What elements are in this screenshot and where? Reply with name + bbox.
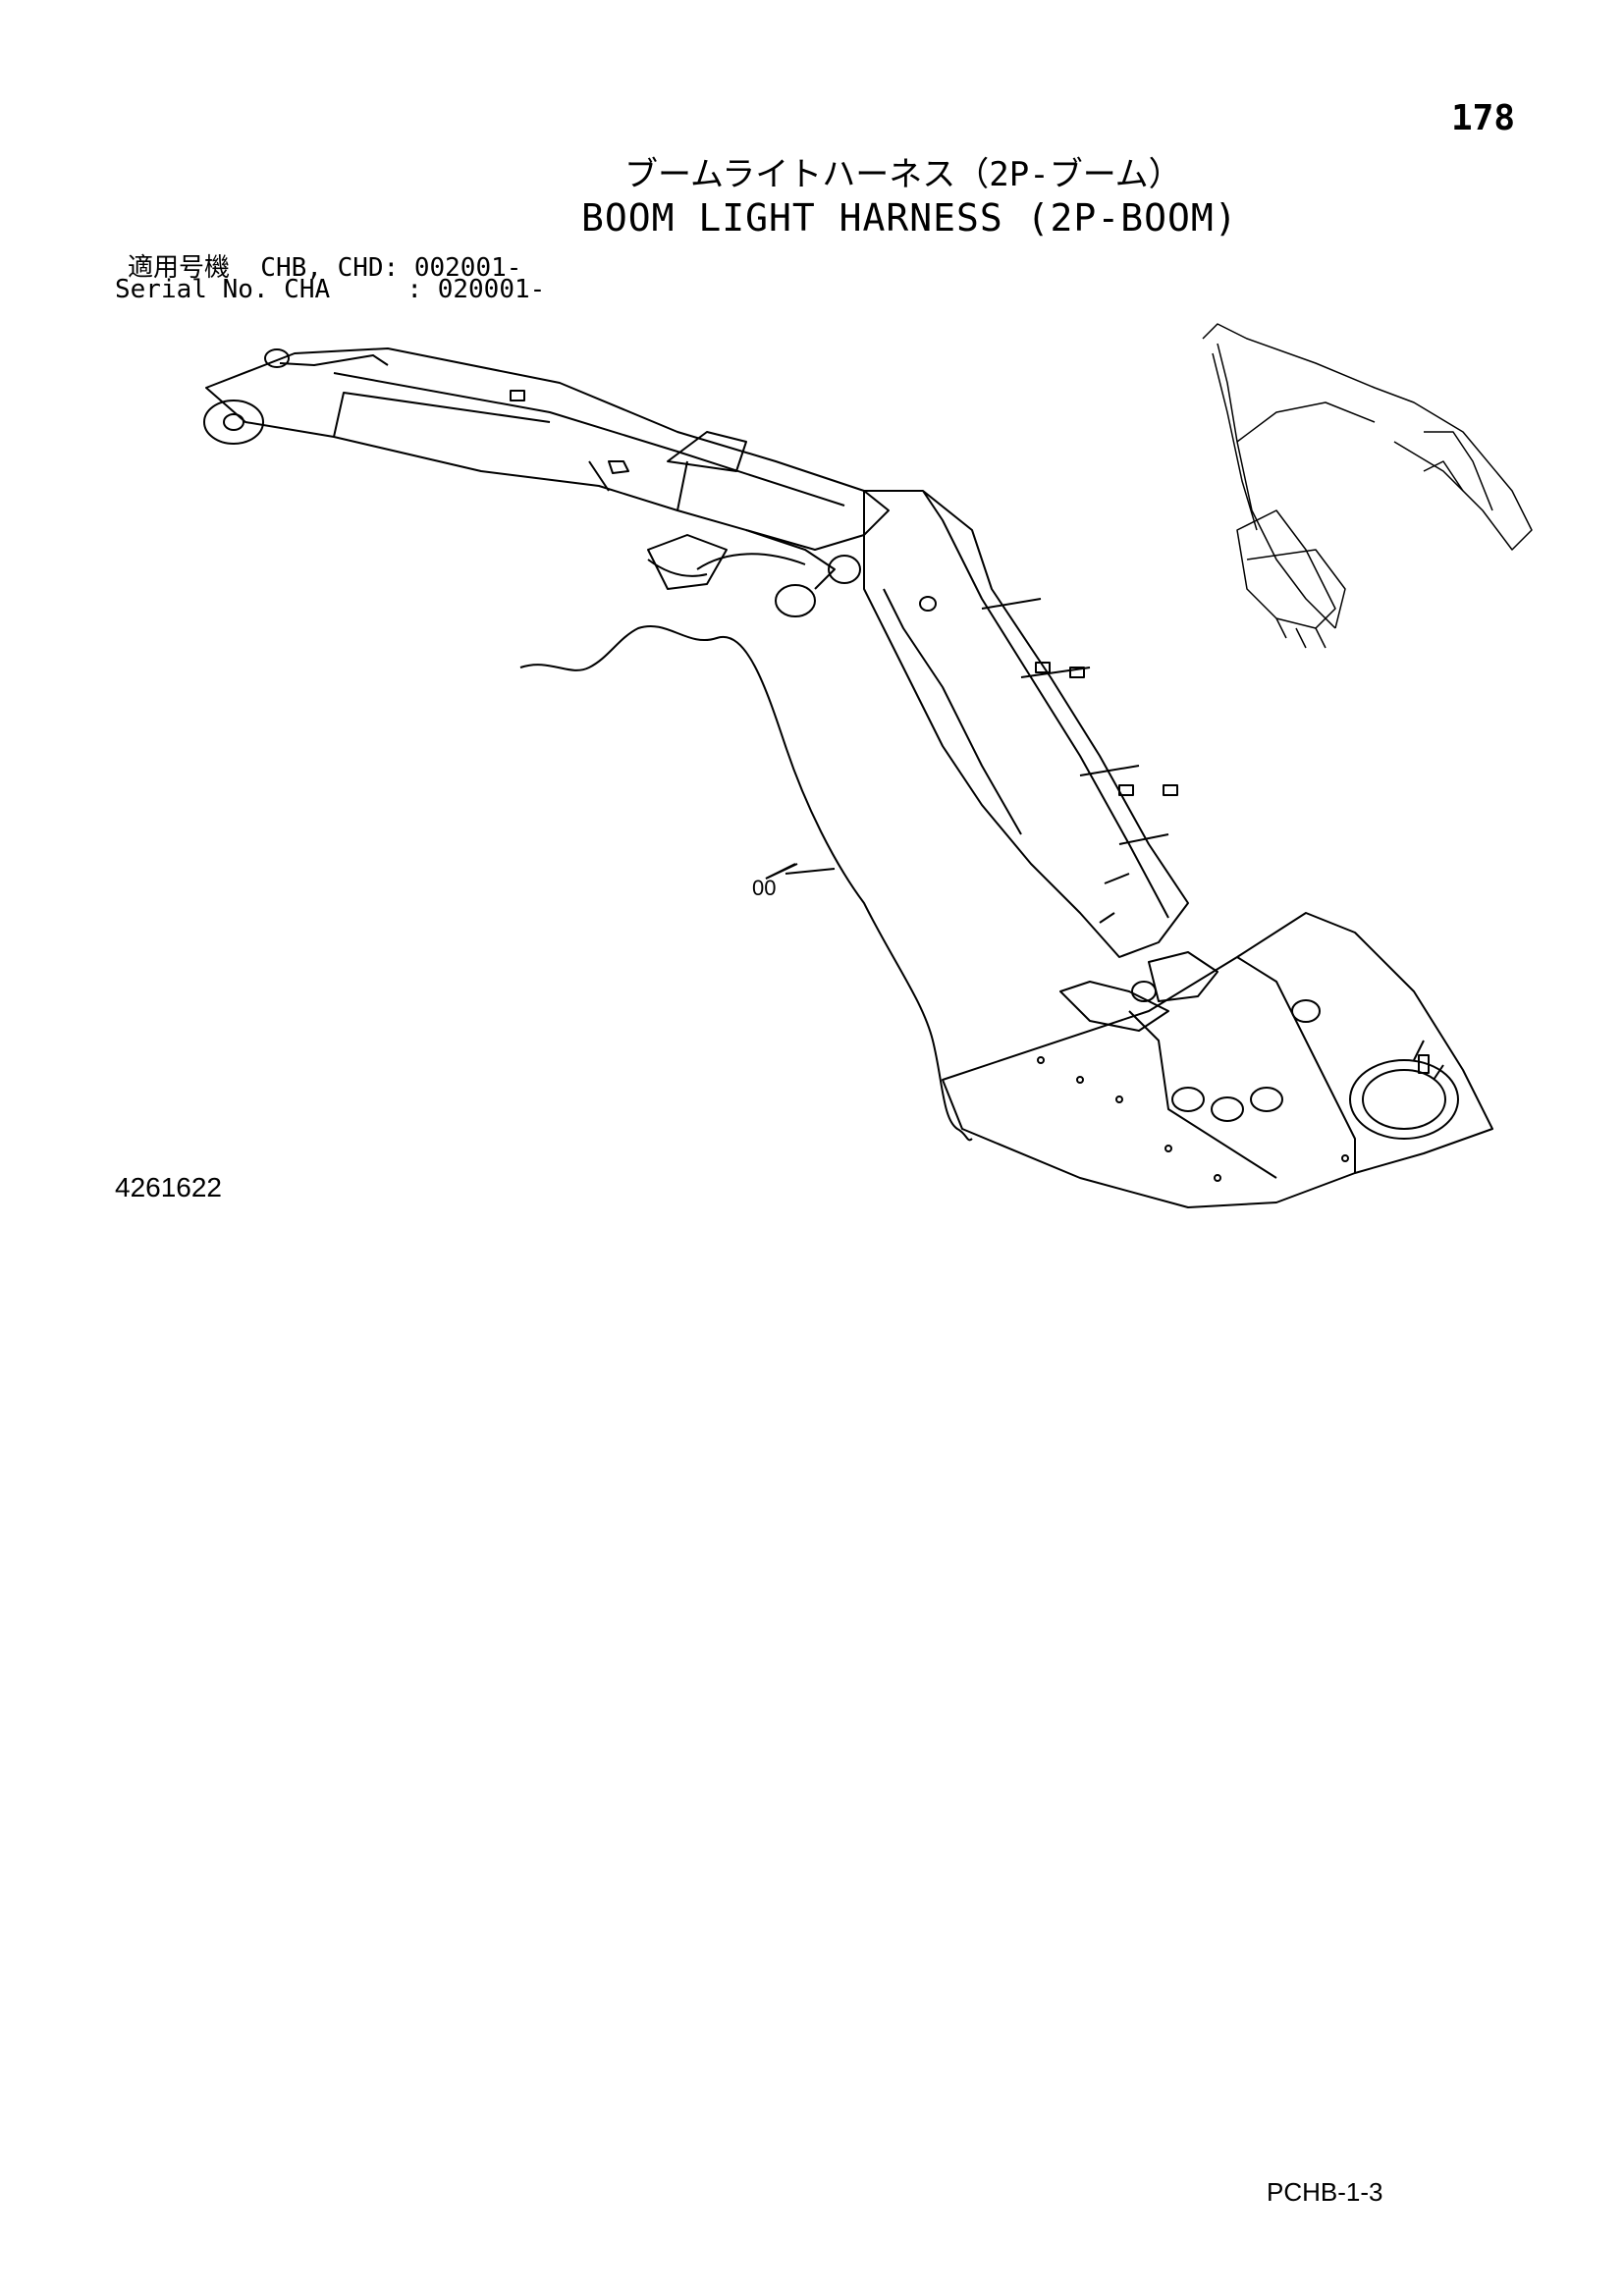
- callout-label: 00: [752, 876, 776, 900]
- drawing-number: 4261622: [115, 1172, 223, 1202]
- boom-harness-illustration: 00: [203, 323, 1533, 1208]
- page-title: BOOM LIGHT HARNESS (2P-BOOM): [581, 196, 1238, 240]
- title-japanese: ブームライトハーネス（2P-ブーム）: [624, 155, 1182, 194]
- boom-drawing: [863, 490, 1189, 958]
- harness-cable: [519, 559, 973, 1142]
- overview-excavator-drawing: [1202, 323, 1533, 649]
- page-number: 178: [1451, 98, 1516, 138]
- arm-drawing: [203, 347, 890, 617]
- footer-code: PCHB-1-3: [1267, 2177, 1383, 2207]
- base-frame-drawing: [942, 912, 1493, 1208]
- applicable-models: 適用号機 CHB, CHD: 002001-: [128, 253, 522, 283]
- serial-number: Serial No. CHA : 020001-: [115, 275, 546, 304]
- callout-leaders: [765, 863, 836, 880]
